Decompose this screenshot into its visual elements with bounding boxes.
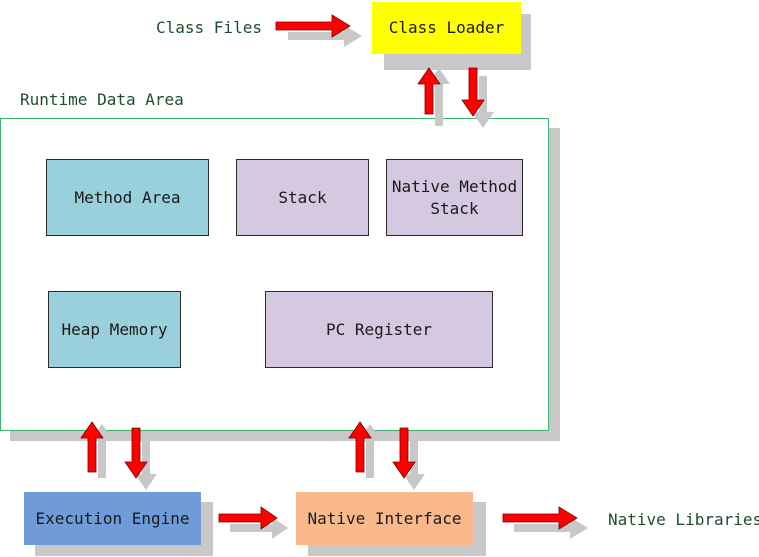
native-method-stack-label-line2: Stack bbox=[430, 198, 479, 218]
native-method-stack-box: Native Method Stack bbox=[386, 159, 523, 236]
pc-register-box: PC Register bbox=[265, 291, 493, 368]
arrow-native-to-libs-shadow bbox=[514, 517, 588, 539]
runtime-data-area-label: Runtime Data Area bbox=[20, 90, 184, 109]
method-area-label: Method Area bbox=[74, 187, 181, 207]
arrow-exec-to-native-shadow bbox=[230, 517, 288, 539]
class-loader-box: Class Loader bbox=[372, 2, 521, 54]
class-files-label: Class Files bbox=[156, 18, 262, 37]
arrow-down-native bbox=[392, 427, 416, 479]
execution-engine-label: Execution Engine bbox=[35, 508, 190, 528]
arrow-native-to-libs bbox=[502, 506, 578, 530]
pc-register-label: PC Register bbox=[326, 319, 432, 339]
arrow-up-native bbox=[348, 421, 372, 473]
stack-box: Stack bbox=[236, 159, 369, 236]
heap-memory-box: Heap Memory bbox=[48, 291, 181, 368]
execution-engine-box: Execution Engine bbox=[24, 492, 201, 545]
native-interface-box: Native Interface bbox=[296, 492, 473, 545]
native-libraries-label: Native Libraries bbox=[608, 510, 759, 529]
arrow-down-classloader bbox=[461, 67, 485, 117]
arrow-up-classloader bbox=[417, 67, 441, 115]
arrow-exec-to-native bbox=[218, 506, 278, 530]
arrow-down-exec bbox=[124, 427, 148, 479]
stack-label: Stack bbox=[278, 187, 327, 207]
native-method-stack-label-line1: Native Method bbox=[391, 176, 518, 196]
native-interface-label: Native Interface bbox=[307, 508, 462, 528]
heap-memory-label: Heap Memory bbox=[61, 319, 168, 339]
method-area-box: Method Area bbox=[46, 159, 209, 236]
class-loader-label: Class Loader bbox=[388, 18, 505, 37]
arrow-up-exec bbox=[80, 421, 104, 473]
